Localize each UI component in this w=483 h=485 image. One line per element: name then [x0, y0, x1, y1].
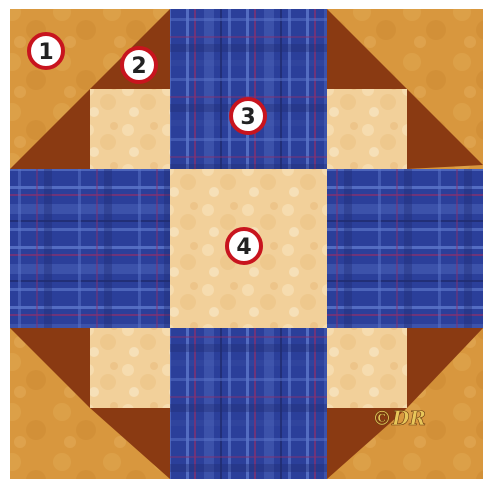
badge-3-label: 3	[240, 105, 255, 130]
badge-4-label: 4	[236, 235, 251, 260]
signature-logo: ©DR	[372, 406, 426, 430]
light-square-tr	[327, 89, 407, 169]
badge-1-label: 1	[38, 40, 53, 65]
light-square-tl	[90, 89, 170, 169]
plaid-bottom	[170, 328, 327, 479]
plaid-top	[170, 9, 327, 169]
plaid-left	[10, 169, 170, 328]
plaid-right	[327, 169, 483, 328]
badge-4: 4	[227, 229, 261, 263]
badge-1: 1	[29, 34, 63, 68]
badge-3: 3	[231, 99, 265, 133]
light-square-br	[327, 328, 407, 408]
badge-2: 2	[122, 48, 156, 82]
badge-2-label: 2	[131, 54, 146, 79]
light-square-bl	[90, 328, 170, 408]
